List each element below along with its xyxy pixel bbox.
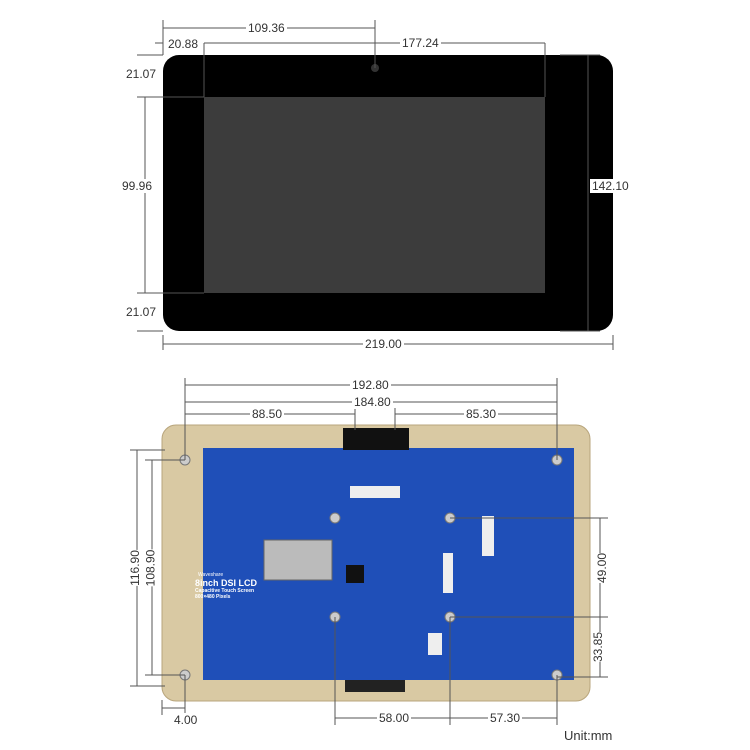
dim-bottom-border: 21.07 xyxy=(124,305,159,319)
fpc-connector xyxy=(263,539,333,581)
dim-top-border: 21.07 xyxy=(124,67,159,81)
dim-edge-offset: 4.00 xyxy=(172,713,200,727)
pcb-resolution: 800×480 Pixels xyxy=(195,594,231,600)
dim-left-to-connector: 88.50 xyxy=(250,407,285,421)
connector-right xyxy=(482,516,494,556)
dim-hole-span-inner: 184.80 xyxy=(352,395,393,409)
chip xyxy=(346,565,364,583)
power-connector xyxy=(428,633,442,655)
dim-mid-to-bottom: 33.85 xyxy=(591,631,606,663)
dim-bottom-right: 57.30 xyxy=(488,711,523,725)
dim-height-inner: 108.90 xyxy=(143,549,158,587)
pcb-title: 8inch DSI LCD xyxy=(195,578,258,588)
back-dimension-lines xyxy=(130,378,608,725)
pcb-subtitle: Capacitive Touch Screen xyxy=(195,588,255,594)
dim-side-border: 20.88 xyxy=(166,37,201,51)
front-dimension-lines xyxy=(137,20,614,350)
display-screen xyxy=(204,97,545,293)
dim-connector-to-right: 85.30 xyxy=(464,407,499,421)
pcb xyxy=(203,448,574,680)
unit-label: Unit:mm xyxy=(562,728,615,743)
dim-bottom-left: 58.00 xyxy=(377,711,412,725)
dim-camera-offset: 109.36 xyxy=(246,21,287,35)
dim-hole-span-outer: 192.80 xyxy=(350,378,391,392)
camera-module xyxy=(343,428,409,450)
dim-active-height: 99.96 xyxy=(120,179,155,193)
dim-active-width: 177.24 xyxy=(400,36,441,50)
connector-mid xyxy=(443,553,453,593)
dim-height-outer: 116.90 xyxy=(127,550,142,586)
brand-logo: Waveshare xyxy=(198,572,224,578)
pcb-label: Waveshare 8inch DSI LCD Capacitive Touch… xyxy=(195,572,257,600)
dim-hole-to-mid: 49.00 xyxy=(595,552,610,584)
bottom-notch xyxy=(345,680,405,692)
dim-total-width: 219.00 xyxy=(363,337,404,351)
dim-total-height: 142.10 xyxy=(590,179,631,193)
connector-top xyxy=(350,486,400,498)
